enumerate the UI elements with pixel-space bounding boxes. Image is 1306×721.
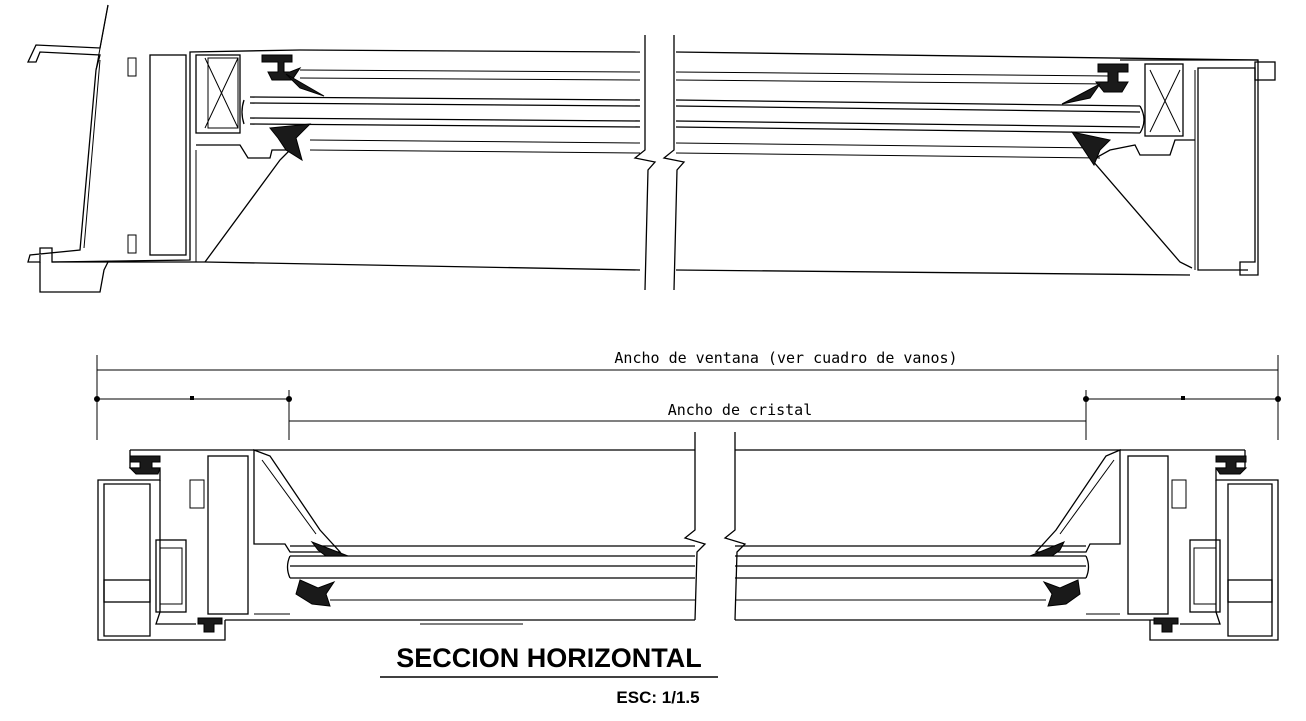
dim-node-right xyxy=(1275,396,1281,402)
glass-width-label: Ancho de cristal xyxy=(668,401,813,419)
lower-break-line xyxy=(683,432,747,621)
title-block: SECCION HORIZONTAL ESC: 1/1.5 xyxy=(380,643,718,707)
upper-glass-unit xyxy=(52,49,1259,276)
dimension-lines: Ancho de ventana (ver cuadro de vanos) A… xyxy=(94,349,1281,440)
upper-right-frame xyxy=(1090,59,1276,276)
dim-node-glass-left xyxy=(286,396,292,402)
drawing-scale: ESC: 1/1.5 xyxy=(616,688,699,707)
upper-break-line xyxy=(633,35,686,291)
window-width-label: Ancho de ventana (ver cuadro de vanos) xyxy=(614,349,957,367)
lower-glass-unit xyxy=(286,540,1090,607)
dim-node-glass-right xyxy=(1083,396,1089,402)
upper-gaskets xyxy=(261,54,1129,167)
upper-section-detail xyxy=(26,4,1276,293)
drawing-title: SECCION HORIZONTAL xyxy=(396,643,702,673)
lower-right-jamb xyxy=(1034,449,1279,641)
lower-horizontal-section xyxy=(97,432,1279,641)
lower-left-jamb xyxy=(97,449,342,641)
dim-node-left xyxy=(94,396,100,402)
upper-left-frame xyxy=(26,4,301,293)
